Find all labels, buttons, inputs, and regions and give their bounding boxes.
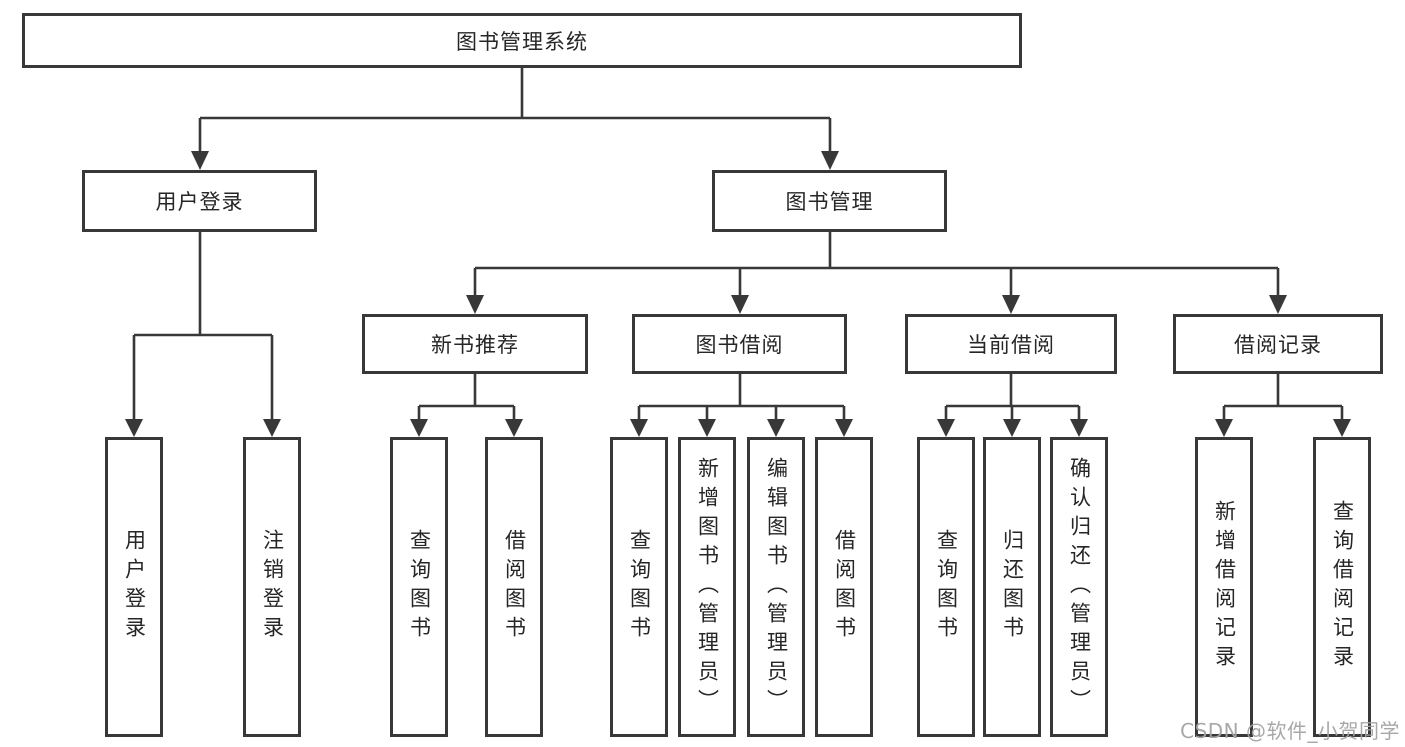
node-br-add-record: 新增借阅记录 (1195, 437, 1253, 737)
node-label: 查询图书 (407, 529, 432, 645)
node-label: 用户登录 (155, 190, 244, 214)
node-bb-edit-books-admin: 编辑图书（管理员） (747, 437, 805, 737)
node-label: 用户登录 (122, 529, 147, 645)
node-label: 查询图书 (934, 529, 959, 645)
node-book-borrowing: 图书借阅 (632, 314, 847, 374)
node-bb-add-books-admin: 新增图书（管理员） (678, 437, 736, 737)
node-rec-borrow-books: 借阅图书 (485, 437, 543, 737)
node-label: 借阅图书 (832, 529, 857, 645)
node-book-management: 图书管理 (712, 170, 947, 232)
node-label: 借阅图书 (502, 529, 527, 645)
node-rec-query-books: 查询图书 (390, 437, 448, 737)
node-label: 图书管理系统 (456, 29, 588, 54)
node-br-query-record: 查询借阅记录 (1313, 437, 1371, 737)
node-current-borrowing: 当前借阅 (905, 314, 1117, 374)
node-label: 编辑图书（管理员） (764, 456, 789, 718)
node-label: 新增借阅记录 (1212, 500, 1237, 674)
node-label: 新增图书（管理员） (695, 456, 720, 718)
node-label: 当前借阅 (967, 333, 1055, 357)
node-label: 借阅记录 (1234, 333, 1322, 357)
node-label: 图书管理 (785, 190, 874, 214)
node-bb-borrow-books: 借阅图书 (815, 437, 873, 737)
node-leaf-user-login: 用户登录 (105, 437, 163, 737)
node-library-management-system: 图书管理系统 (22, 13, 1022, 68)
node-bb-query-books: 查询图书 (610, 437, 668, 737)
node-label: 查询图书 (627, 529, 652, 645)
node-new-book-recommendation: 新书推荐 (362, 314, 588, 374)
node-label: 归还图书 (1000, 529, 1025, 645)
node-cb-query-books: 查询图书 (917, 437, 975, 737)
node-label: 图书借阅 (695, 333, 784, 357)
node-user-login: 用户登录 (82, 170, 317, 232)
node-cb-return-books: 归还图书 (983, 437, 1041, 737)
node-cb-confirm-return-admin: 确认归还（管理员） (1050, 437, 1108, 737)
node-leaf-logout: 注销登录 (243, 437, 301, 737)
node-borrowing-records: 借阅记录 (1173, 314, 1383, 374)
node-label: 确认归还（管理员） (1067, 456, 1092, 718)
node-label: 新书推荐 (431, 333, 519, 357)
node-label: 查询借阅记录 (1330, 500, 1355, 674)
node-label: 注销登录 (260, 529, 285, 645)
watermark: CSDN @软件_小贺同学 (1180, 719, 1400, 743)
